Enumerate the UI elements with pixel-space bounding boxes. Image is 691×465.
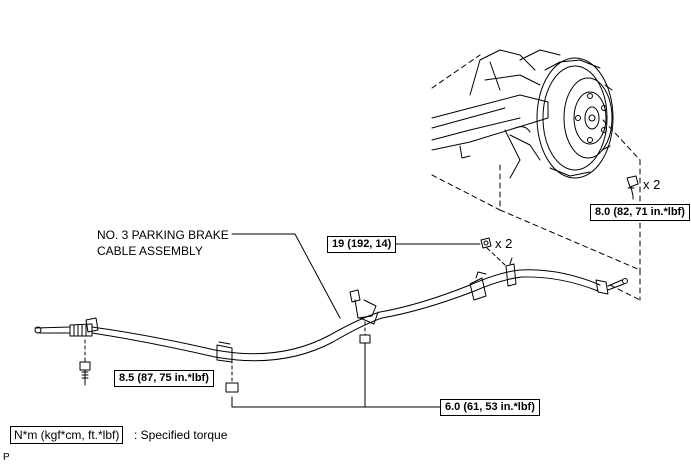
figure-code: P <box>3 452 10 463</box>
cable-name-line1: NO. 3 PARKING BRAKE <box>97 228 229 242</box>
torque-front-bolt: 8.5 (87, 75 in.*lbf) <box>114 370 214 387</box>
hub-bolt <box>626 175 639 197</box>
front-bolt <box>79 361 91 384</box>
middle-bolt-upper <box>359 334 371 353</box>
legend-description: : Specified torque <box>134 428 228 442</box>
cable-name-line2: CABLE ASSEMBLY <box>97 244 203 258</box>
torque-clamp-bolt: 19 (192, 14) <box>327 236 397 253</box>
legend-unit-box: N*m (kgf*cm, ft.*lbf) <box>10 426 124 444</box>
torque-middle-bolts: 6.0 (61, 53 in.*lbf) <box>440 399 540 416</box>
clamp-bolt <box>480 237 492 249</box>
middle-nut-lower <box>225 382 239 393</box>
leader-lines <box>84 233 481 408</box>
torque-hub-bolt: 8.0 (82, 71 in.*lbf) <box>590 204 690 221</box>
qty-clamp-bolt: x 2 <box>495 236 513 251</box>
rear-axle-illustration <box>431 49 614 179</box>
parking-brake-cable <box>34 257 628 363</box>
qty-hub-bolt: x 2 <box>643 177 661 192</box>
